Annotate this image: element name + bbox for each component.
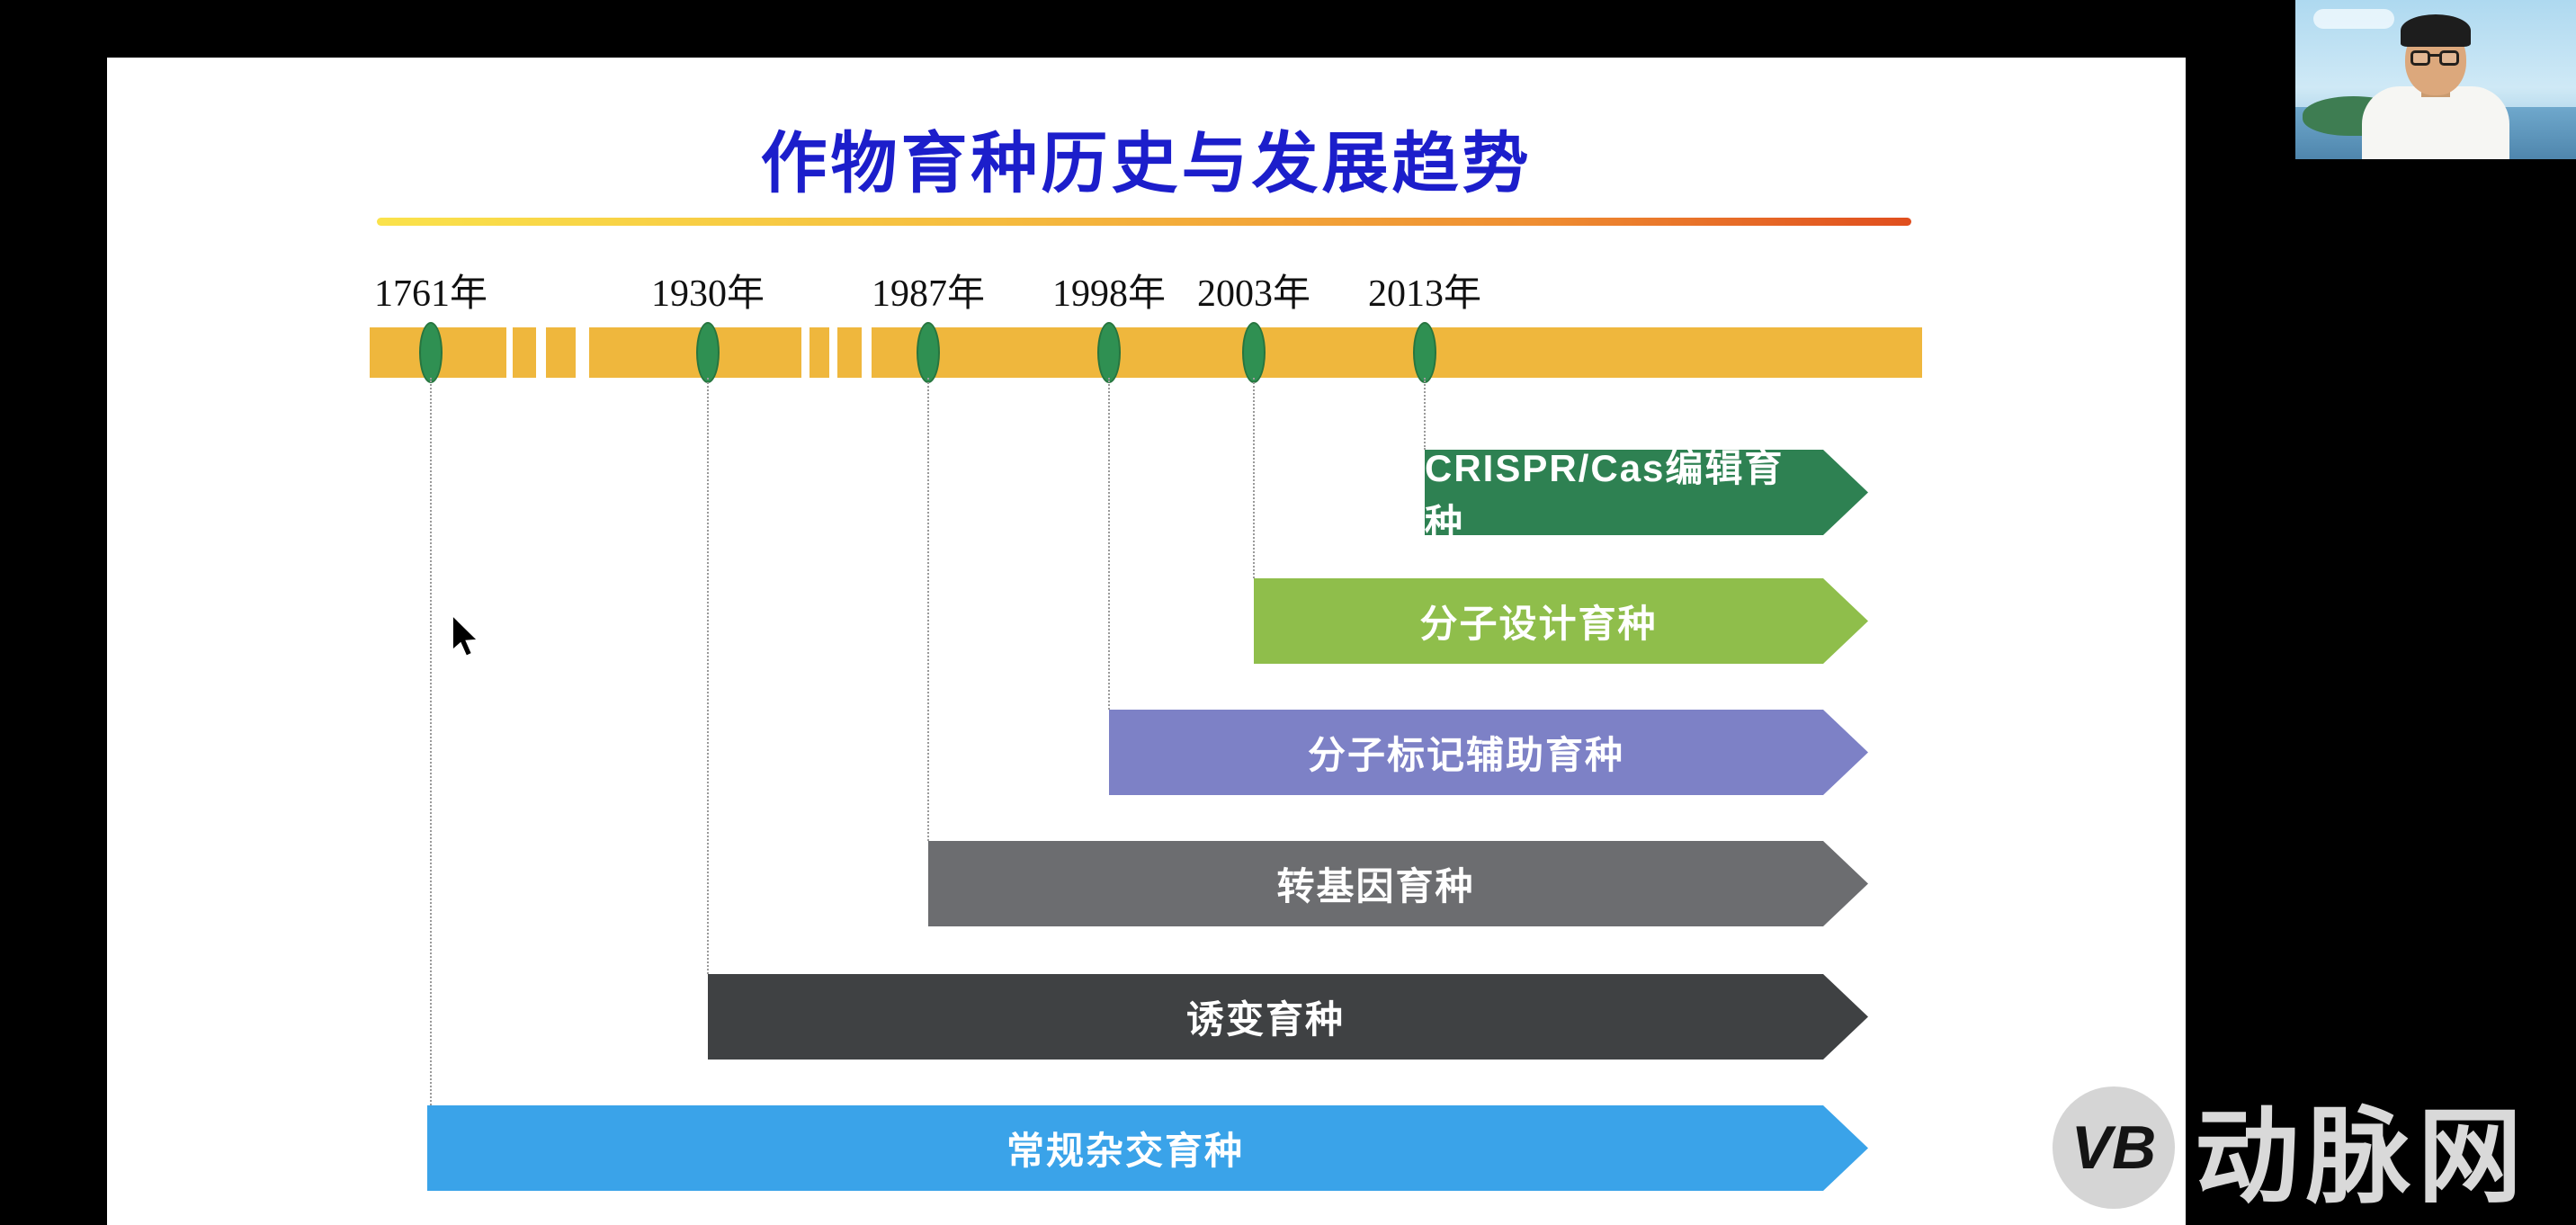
presenter-shirt (2362, 86, 2509, 159)
watermark-text: 动脉网 (2195, 1098, 2529, 1215)
presenter-hair (2401, 14, 2471, 47)
era-bar-molecular-design: 分子设计育种 (1254, 578, 1868, 664)
era-bar-marker-assisted: 分子标记辅助育种 (1109, 710, 1868, 795)
year-label-1761: 1761年 (373, 273, 487, 315)
era-bar-label: 诱变育种 (1185, 998, 1345, 1041)
presenter-video[interactable] (2295, 0, 2576, 159)
slide-title: 作物育种历史与发展趋势 (760, 126, 1533, 201)
era-bar-label: 转基因育种 (1276, 865, 1475, 908)
timeline-segment (872, 327, 1922, 378)
timeline-marker-1998 (1097, 322, 1121, 383)
timeline-bar (370, 322, 1922, 383)
era-bar-label: 分子标记辅助育种 (1307, 734, 1624, 776)
timeline-break-dash (546, 327, 576, 378)
title-divider (377, 218, 1911, 226)
timeline-marker-2003 (1242, 322, 1266, 383)
dropline-1998 (1108, 378, 1110, 710)
timeline-marker-2013 (1413, 322, 1436, 383)
year-label-2013: 2013年 (1367, 273, 1481, 315)
timeline-break-dash (513, 327, 536, 378)
era-bar-label: 常规杂交育种 (1006, 1130, 1244, 1172)
presenter-glasses (2439, 50, 2459, 66)
year-label-1987: 1987年 (871, 273, 985, 315)
sky-cloud (2313, 9, 2394, 29)
year-label-1998: 1998年 (1051, 273, 1166, 315)
dropline-1761 (430, 378, 432, 1105)
dropline-2003 (1253, 378, 1255, 578)
era-bar-label: 分子设计育种 (1419, 603, 1658, 645)
dropline-1930 (707, 378, 709, 974)
timeline-segment (589, 327, 801, 378)
mouse-cursor (452, 613, 480, 657)
year-label-2003: 2003年 (1196, 273, 1310, 315)
era-bar-label: CRISPR/Cas编辑育种 (1425, 446, 1784, 544)
era-bar-conventional-cross: 常规杂交育种 (427, 1105, 1868, 1191)
era-bar-crispr-editing: CRISPR/Cas编辑育种 (1425, 450, 1868, 535)
timeline-marker-1930 (696, 322, 720, 383)
timeline-break-dash (809, 327, 829, 378)
presentation-slide: 作物育种历史与发展趋势 1761年 1930年 1987年 1998年 2003… (107, 58, 2186, 1225)
era-bar-transgenic: 转基因育种 (928, 841, 1868, 926)
brand-watermark: VB 动脉网 (2053, 1085, 2529, 1215)
presenter-glasses (2411, 50, 2430, 66)
dropline-2013 (1424, 378, 1426, 450)
era-bar-mutagenesis: 诱变育种 (708, 974, 1868, 1060)
timeline-marker-1761 (419, 322, 443, 383)
timeline-break-dash (837, 327, 862, 378)
dropline-1987 (927, 378, 929, 841)
presenter-glasses-bridge (2429, 54, 2440, 57)
timeline-marker-1987 (917, 322, 940, 383)
year-label-1930: 1930年 (650, 273, 765, 315)
vb-logo: VB (2053, 1086, 2175, 1209)
